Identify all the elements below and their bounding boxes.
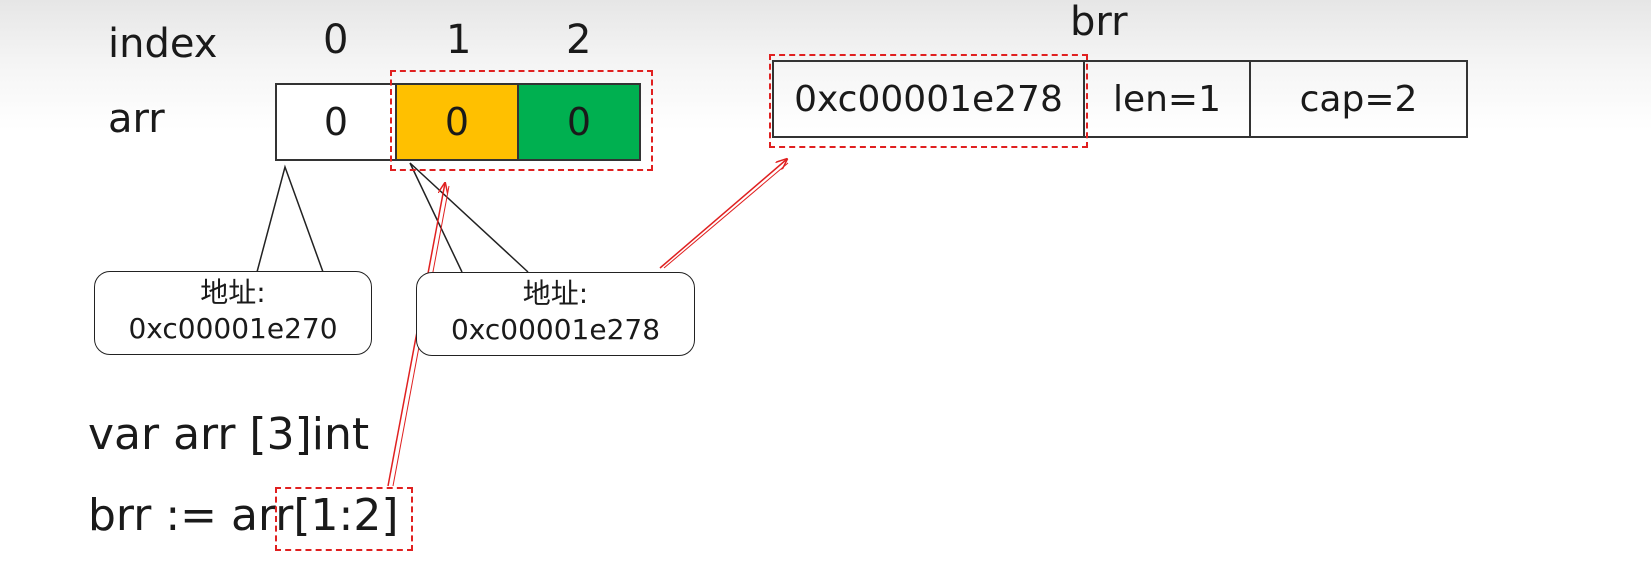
arr-label: arr	[108, 96, 165, 142]
code-line-1: var arr [3]int	[88, 409, 370, 460]
callout-tail-left	[256, 164, 324, 273]
callout-left-text: 地址: 0xc00001e270	[94, 275, 372, 347]
arr-cell-1-value: 0	[444, 100, 470, 144]
callout-box-right	[416, 272, 695, 356]
index-label: index	[108, 21, 218, 67]
arrow-callout-to-brr-shadow	[663, 162, 789, 269]
callout-box-left	[94, 271, 372, 355]
callout-right-line2: 0xc00001e278	[450, 313, 661, 346]
code-line-2-prefix: brr := arr	[88, 490, 294, 541]
brr-cap-value: cap=2	[1299, 78, 1418, 120]
callout-right-text: 地址: 0xc00001e278	[416, 276, 695, 348]
index-2: 2	[566, 17, 592, 63]
brr-pointer-field: 0xc00001e278	[772, 60, 1085, 138]
brr-pointer-value: 0xc00001e278	[794, 78, 1063, 120]
index-1: 1	[446, 17, 472, 63]
arrow-callout-to-brr	[659, 159, 787, 269]
callout-right-line1: 地址:	[522, 277, 589, 310]
index-0: 0	[323, 17, 349, 63]
code-line-2: brr := arr[1:2]	[88, 494, 399, 538]
brr-len-value: len=1	[1112, 78, 1222, 120]
code-line-2-slice: [1:2]	[293, 490, 399, 541]
arr-cell-1: 0	[395, 83, 519, 161]
callout-left-line1: 地址:	[200, 276, 266, 309]
callout-tail-right	[409, 162, 529, 273]
arr-cell-0: 0	[275, 83, 397, 161]
arr-cell-2-value: 0	[566, 100, 592, 144]
brr-len-field: len=1	[1083, 60, 1251, 138]
arr-cell-2: 0	[517, 83, 641, 161]
callout-left-line2: 0xc00001e270	[128, 312, 338, 345]
brr-cap-field: cap=2	[1249, 60, 1468, 138]
arr-cell-0-value: 0	[323, 100, 349, 144]
brr-title: brr	[1070, 0, 1128, 45]
